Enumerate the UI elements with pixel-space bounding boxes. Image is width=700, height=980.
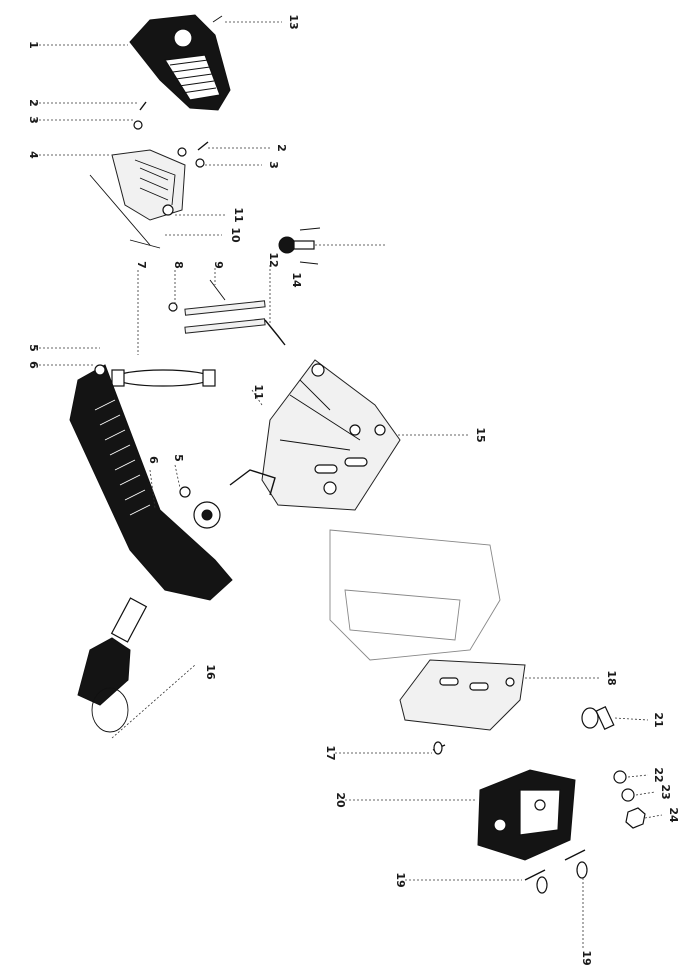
part-label-11: 11 [232, 207, 245, 222]
part-label-1: 1 [27, 41, 40, 49]
part-label-24: 24 [667, 807, 680, 823]
part-label-15: 15 [474, 427, 487, 442]
screws-parts [432, 741, 588, 894]
upper-bracket-part [89, 101, 209, 249]
part-label-7: 7 [135, 261, 148, 269]
part-label-5b: 5 [172, 454, 185, 462]
part-label-6: 6 [27, 361, 40, 369]
housing-outline [329, 529, 501, 661]
striker-bolt-parts [581, 706, 646, 829]
latch-plate-part [229, 359, 401, 511]
part-label-13: 13 [287, 14, 300, 29]
outer-door-handle-part [69, 364, 233, 733]
part-label-11b: 11 [252, 384, 265, 399]
part-label-10: 10 [229, 227, 242, 243]
striker-block-part [477, 769, 576, 861]
part-label-9: 9 [212, 261, 225, 269]
part-label-4: 4 [27, 151, 40, 159]
part-label-12: 12 [267, 252, 280, 267]
part-label-14: 14 [290, 272, 303, 288]
part-label-18: 18 [605, 670, 618, 685]
part-label-17: 17 [324, 745, 337, 760]
part-label-22: 22 [652, 767, 665, 782]
cable-loop-part [111, 369, 216, 387]
leader-lines [35, 21, 663, 950]
part-label-20: 20 [334, 792, 347, 808]
mounting-plate-part [399, 659, 526, 731]
part-label-5: 5 [27, 344, 40, 352]
part-label-3b: 3 [267, 161, 280, 169]
part-label-23: 23 [659, 784, 672, 799]
part-label-2b: 2 [275, 144, 288, 152]
part-label-6b: 6 [147, 456, 160, 464]
part-label-21: 21 [652, 712, 665, 727]
part-label-3: 3 [27, 116, 40, 124]
part-label-2: 2 [27, 99, 40, 107]
handle-cover-part [129, 14, 231, 111]
part-label-19: 19 [394, 872, 407, 887]
part-label-8: 8 [172, 261, 185, 269]
part-label-16: 16 [204, 664, 217, 680]
spring-and-rod-parts [168, 279, 286, 346]
part-label-19b: 19 [580, 950, 593, 965]
part-number-labels: 1 13 2 3 4 2 3 11 10 14 7 8 9 12 5 6 11 … [27, 14, 680, 965]
lock-knob-part [278, 227, 321, 265]
